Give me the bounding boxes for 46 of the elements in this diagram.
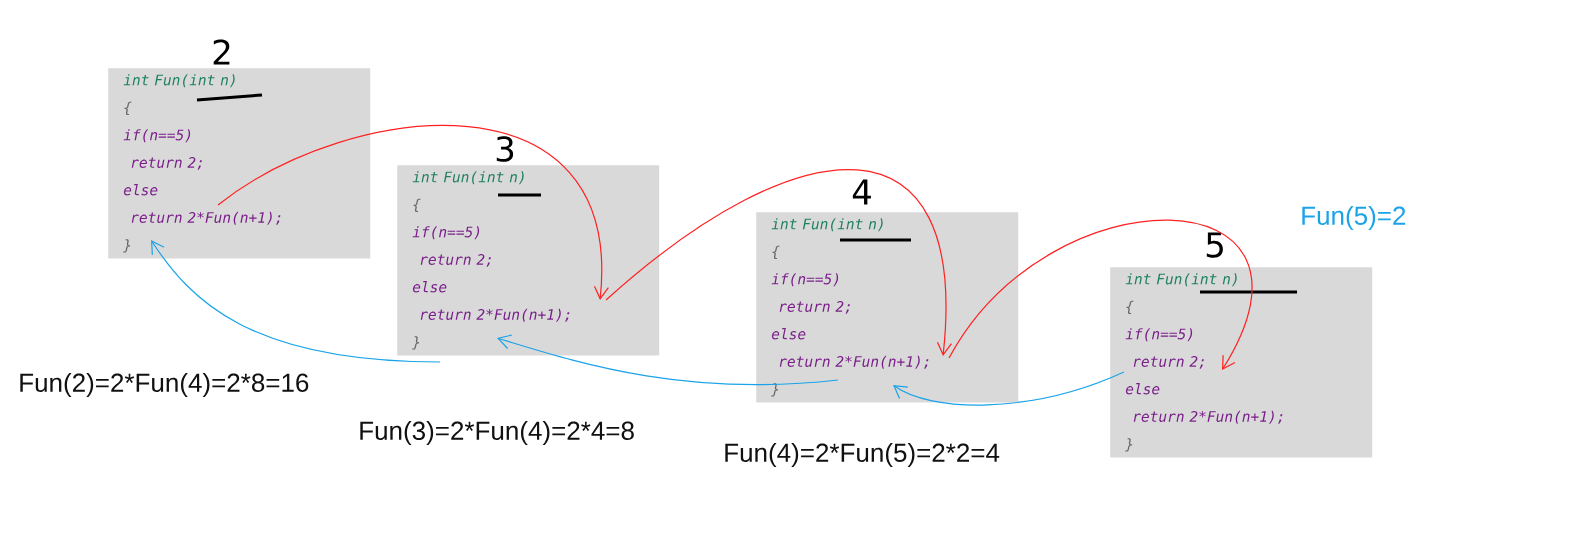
arrow (217, 125, 609, 300)
arrow (948, 219, 1253, 370)
node-label: return 2; (131, 156, 202, 170)
node-label: return 2; (420, 253, 491, 267)
node-label: } (1125, 438, 1133, 452)
node-label: if(n==5) (771, 273, 839, 287)
arrow (151, 240, 441, 363)
node-label: return 2*Fun(n+1); (779, 355, 929, 369)
node-label: int Fun(int n) (771, 218, 883, 232)
node-label: return 2; (779, 300, 850, 314)
node-label: } (412, 336, 420, 350)
node-label: return 2*Fun(n+1); (420, 308, 570, 322)
node-label: { (413, 198, 421, 213)
handwritten-number: 2 (213, 39, 230, 65)
node-label: if(n==5) (123, 129, 191, 143)
code-box: int Fun(int n) { if(n==5) return 2; else return 2*Fun(n+1); } (397, 165, 660, 356)
equation-text: Fun(4)=2*Fun(5)=2*2=4 (725, 442, 1000, 468)
handwritten-number: 3 (496, 136, 514, 162)
node-label: int Fun(int n) (412, 171, 524, 185)
code-box: int Fun(int n) { if(n==5) return 2; else return 2*Fun(n+1); } (1110, 267, 1373, 458)
node-label: else (1125, 383, 1160, 395)
node-label: if(n==5) (412, 226, 480, 240)
node-label: if(n==5) (1125, 328, 1193, 342)
node-label: { (772, 245, 780, 260)
equation-text: Fun(3)=2*Fun(4)=2*4=8 (360, 420, 634, 446)
node-label: else (123, 184, 158, 196)
node-label: int Fun(int n) (1125, 273, 1237, 287)
node-label: return 2; (1133, 355, 1204, 369)
equation-text: Fun(2)=2*Fun(4)=2*8=16 (20, 372, 309, 398)
arrow (605, 169, 952, 356)
node-label: } (123, 239, 131, 253)
handwritten-number: 4 (852, 179, 871, 205)
node-label: { (1126, 300, 1134, 315)
arrow (893, 371, 1125, 406)
handwritten-number: 5 (1206, 232, 1223, 258)
node-label: { (124, 101, 132, 116)
node-label: } (771, 383, 779, 397)
node-label: else (771, 328, 806, 340)
node-label: return 2*Fun(n+1); (1133, 410, 1283, 424)
equation-text: Fun(5)=2 (1302, 205, 1406, 231)
node-label: int Fun(int n) (123, 74, 235, 88)
code-box: int Fun(int n) { if(n==5) return 2; else return 2*Fun(n+1); } (108, 68, 371, 259)
arrow (497, 334, 839, 386)
code-box: int Fun(int n) { if(n==5) return 2; else return 2*Fun(n+1); } (756, 212, 1019, 403)
node-label: return 2*Fun(n+1); (131, 211, 281, 225)
node-label: else (412, 281, 447, 293)
